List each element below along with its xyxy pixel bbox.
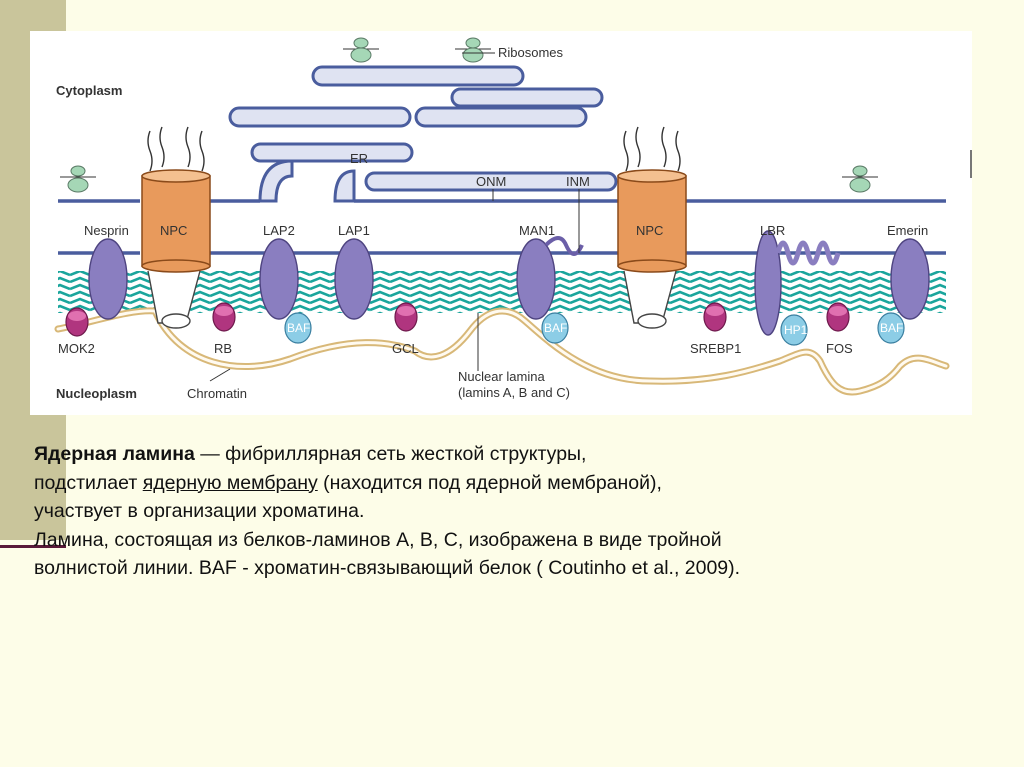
caption-line-2-pre: подстилает	[34, 471, 143, 494]
label-man1: MAN1	[519, 223, 555, 238]
ribosome-1	[343, 37, 379, 63]
nesprin-protein	[88, 238, 128, 320]
mok2-protein	[65, 307, 89, 337]
label-rb: RB	[214, 341, 232, 356]
label-cytoplasm: Cytoplasm	[56, 83, 122, 98]
decorative-left-rule	[0, 545, 66, 548]
caption-line-3: участвует в организации хроматина.	[34, 500, 365, 522]
ribosome-4	[842, 165, 878, 193]
leader-lines	[209, 52, 580, 382]
nuclear-membrane-link[interactable]: ядерную мембрану	[142, 471, 318, 494]
caption-text: Ядерная ламина — фибриллярная сеть жестк…	[34, 440, 994, 583]
label-fos: FOS	[826, 341, 853, 356]
nuclear-envelope-diagram: Ribosomes Cytoplasm ER ONM INM Nesprin N…	[54, 37, 950, 401]
label-nuclear-lamina: Nuclear lamina	[458, 369, 545, 384]
caption-line-5: волнистой линии. BAF - хроматин-связываю…	[34, 557, 741, 579]
caption-line-2: подстилает ядерную мембрану (находится п…	[34, 469, 994, 498]
hp1-protein	[780, 314, 808, 346]
label-chromatin: Chromatin	[187, 386, 247, 401]
ribosome-3	[60, 165, 96, 193]
emerin-protein	[890, 238, 930, 320]
rb-protein	[212, 302, 236, 332]
label-baf-3: BAF	[880, 321, 903, 335]
npc-left	[141, 126, 211, 329]
label-gcl: GCL	[392, 341, 419, 356]
baf-protein-3	[877, 312, 905, 344]
decorative-tick	[970, 150, 972, 178]
label-inm: INM	[566, 174, 590, 189]
label-baf-2: BAF	[544, 321, 567, 335]
ribosome-2	[455, 37, 491, 63]
label-lap2: LAP2	[263, 223, 295, 238]
man1-protein	[516, 238, 556, 320]
label-npc-left: NPC	[160, 223, 187, 238]
label-lbr: LBR	[760, 223, 785, 238]
gcl-protein	[394, 302, 418, 332]
label-ribosomes: Ribosomes	[498, 45, 564, 60]
fos-protein	[826, 302, 850, 332]
caption-line-1-rest: — фибриллярная сеть жесткой структуры,	[194, 443, 587, 465]
caption-line-4: Ламина, состоящая из белков-ламинов А, В…	[34, 528, 722, 551]
lap2-protein	[259, 238, 299, 320]
label-nucleoplasm: Nucleoplasm	[56, 386, 137, 401]
npc-right	[617, 126, 687, 329]
label-mok2: MOK2	[58, 341, 95, 356]
label-baf-1: BAF	[287, 321, 310, 335]
endoplasmic-reticulum	[228, 65, 618, 203]
label-nuclear-lamina-detail: (lamins A, B and C)	[458, 385, 570, 400]
label-hp1: HP1	[784, 323, 808, 337]
caption-line-1: Ядерная ламина — фибриллярная сеть жестк…	[34, 440, 994, 469]
label-npc-right: NPC	[636, 223, 663, 238]
man1-loop	[544, 236, 584, 256]
lap1-protein	[334, 238, 374, 320]
nuclear-lamina-band	[58, 271, 946, 313]
baf-protein-2	[541, 312, 569, 344]
label-srebp1: SREBP1	[690, 341, 741, 356]
lbr-coil	[775, 240, 841, 266]
label-lap1: LAP1	[338, 223, 370, 238]
label-emerin: Emerin	[887, 223, 928, 238]
baf-protein-1	[284, 312, 312, 344]
caption-term: Ядерная ламина	[34, 443, 195, 465]
srebp1-protein	[703, 302, 727, 332]
caption-line-2-post: (находится под ядерной мембраной),	[317, 471, 662, 494]
label-onm: ONM	[476, 174, 506, 189]
lbr-protein	[754, 230, 782, 336]
ribosomes	[60, 37, 878, 193]
label-nesprin: Nesprin	[84, 223, 129, 238]
label-er: ER	[350, 151, 368, 166]
